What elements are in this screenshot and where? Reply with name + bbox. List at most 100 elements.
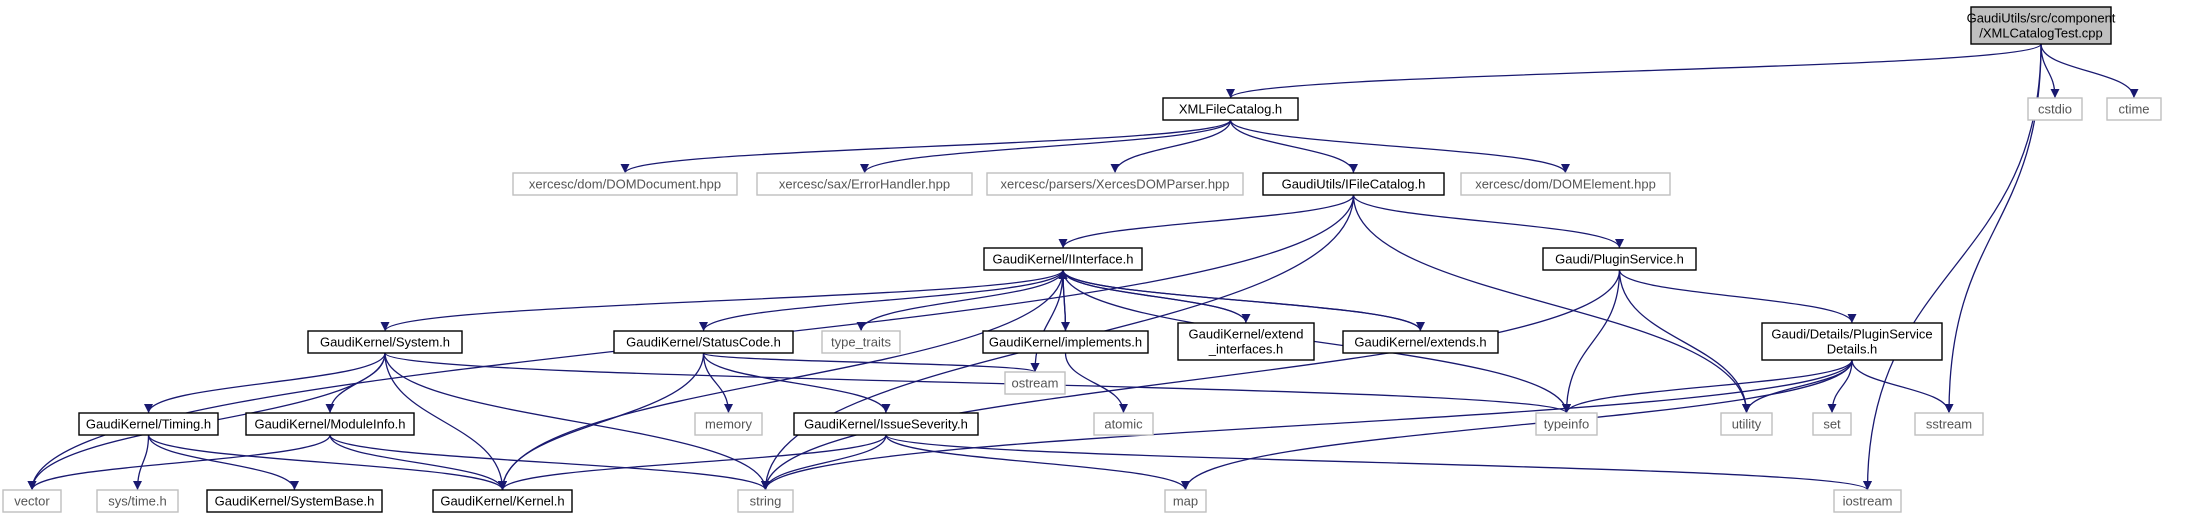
node-domdoc: xercesc/dom/DOMDocument.hpp (512, 172, 738, 196)
node-label: _interfaces.h (1208, 341, 1283, 356)
node-status[interactable]: GaudiKernel/StatusCode.h (613, 330, 794, 354)
edge-psd-to-set (1827, 359, 1853, 414)
edge-status-to-issue (702, 352, 891, 414)
node-timing[interactable]: GaudiKernel/Timing.h (78, 412, 219, 436)
edge-psd-to-sstream (1851, 359, 1954, 414)
node-cstdio: cstdio (2027, 97, 2083, 121)
node-issue[interactable]: GaudiKernel/IssueSeverity.h (793, 412, 979, 436)
node-plugsvc[interactable]: Gaudi/PluginService.h (1542, 247, 1697, 271)
node-label: GaudiUtils/IFileCatalog.h (1282, 176, 1426, 191)
node-box (307, 330, 463, 354)
node-box (1914, 412, 1984, 436)
node-vector: vector (2, 489, 62, 513)
edge-system-to-typeinfo (384, 352, 1571, 414)
node-box (1535, 412, 1598, 436)
node-box (983, 247, 1143, 271)
node-box (2027, 97, 2083, 121)
edge-psd-to-map (1181, 359, 1853, 491)
edge-xmlfc-to-domel (1229, 119, 1570, 174)
node-layer: GaudiUtils/src/component/XMLCatalogTest.… (2, 6, 2162, 513)
node-box (2, 489, 62, 513)
edge-impl-to-iint (1058, 269, 1068, 332)
edge-timing-to-sysbase (147, 434, 299, 491)
node-box (1720, 412, 1773, 436)
node-box (1460, 172, 1671, 196)
node-label: GaudiKernel/System.h (320, 334, 450, 349)
node-extends[interactable]: GaudiKernel/extends.h (1342, 330, 1499, 354)
node-xmlfc[interactable]: XMLFileCatalog.h (1162, 97, 1299, 121)
edge-timing-to-kernel (147, 434, 507, 491)
node-domel: xercesc/dom/DOMElement.hpp (1460, 172, 1671, 196)
edge-issue-to-kernel (498, 434, 887, 491)
node-label: GaudiUtils/src/component (1967, 10, 2116, 25)
node-label: xercesc/dom/DOMDocument.hpp (529, 176, 721, 191)
node-box (613, 330, 794, 354)
node-label: vector (14, 493, 50, 508)
node-label: memory (705, 416, 752, 431)
node-kernel[interactable]: GaudiKernel/Kernel.h (432, 489, 573, 513)
edge-ifc-to-plugsvc (1352, 194, 1624, 249)
node-extint[interactable]: GaudiKernel/extend_interfaces.h (1177, 322, 1315, 361)
node-label: Gaudi/PluginService.h (1555, 251, 1684, 266)
node-iint[interactable]: GaudiKernel/IInterface.h (983, 247, 1143, 271)
edge-modinfo-to-vector (27, 434, 331, 491)
node-label: GaudiKernel/extends.h (1354, 334, 1486, 349)
edge-plugsvc-to-typeinfo (1562, 269, 1621, 414)
node-modinfo[interactable]: GaudiKernel/ModuleInfo.h (245, 412, 415, 436)
edge-iint-to-system (380, 269, 1064, 332)
edge-ifc-to-iint (1058, 194, 1355, 249)
edge-iint-to-status (699, 269, 1064, 332)
edge-system-to-timing (144, 352, 386, 414)
edge-plugsvc-to-utility (1618, 269, 1751, 414)
node-label: Gaudi/Details/PluginService (1771, 326, 1932, 341)
edge-plugsvc-to-psd (1618, 269, 1857, 324)
node-box (2106, 97, 2162, 121)
node-ctime: ctime (2106, 97, 2162, 121)
node-label: sstream (1926, 416, 1972, 431)
node-label: ostream (1012, 375, 1059, 390)
edge-root-to-iostream (1863, 43, 2042, 491)
node-box (793, 412, 979, 436)
node-box (1004, 371, 1066, 395)
node-systime: sys/time.h (96, 489, 179, 513)
node-box (206, 489, 383, 513)
node-box (1812, 412, 1852, 436)
edge-extends-to-iint (1058, 269, 1422, 332)
node-impl[interactable]: GaudiKernel/implements.h (982, 330, 1149, 354)
edge-issue-to-map (885, 434, 1190, 491)
node-iostream: iostream (1833, 489, 1902, 513)
node-ttraits: type_traits (821, 330, 901, 354)
node-string: string (737, 489, 794, 513)
node-label: GaudiKernel/Timing.h (86, 416, 211, 431)
node-box (1164, 489, 1207, 513)
node-root[interactable]: GaudiUtils/src/component/XMLCatalogTest.… (1967, 6, 2116, 45)
node-label: XMLFileCatalog.h (1179, 101, 1282, 116)
node-ifc[interactable]: GaudiUtils/IFileCatalog.h (1262, 172, 1445, 196)
node-box (986, 172, 1244, 196)
node-label: set (1823, 416, 1841, 431)
node-sysbase[interactable]: GaudiKernel/SystemBase.h (206, 489, 383, 513)
edge-ifc-to-utility (1352, 194, 1751, 414)
node-label: cstdio (2038, 101, 2072, 116)
node-sstream: sstream (1914, 412, 1984, 436)
node-label: GaudiKernel/extend (1189, 326, 1304, 341)
node-box (1342, 330, 1499, 354)
edge-root-to-ctime (2040, 43, 2139, 99)
edge-modinfo-to-string (329, 434, 770, 491)
edge-system-to-string (384, 352, 770, 491)
node-label: GaudiKernel/StatusCode.h (626, 334, 781, 349)
node-ostream: ostream (1004, 371, 1066, 395)
node-label: sys/time.h (108, 493, 167, 508)
node-box (78, 412, 219, 436)
node-box (1262, 172, 1445, 196)
edge-psd-to-utility (1742, 359, 1853, 414)
node-utility: utility (1720, 412, 1773, 436)
edge-psd-to-string (761, 359, 1853, 491)
node-set: set (1812, 412, 1852, 436)
node-system[interactable]: GaudiKernel/System.h (307, 330, 463, 354)
edge-root-to-cstdio (2040, 43, 2060, 99)
node-label: type_traits (831, 334, 891, 349)
node-box (694, 412, 763, 436)
